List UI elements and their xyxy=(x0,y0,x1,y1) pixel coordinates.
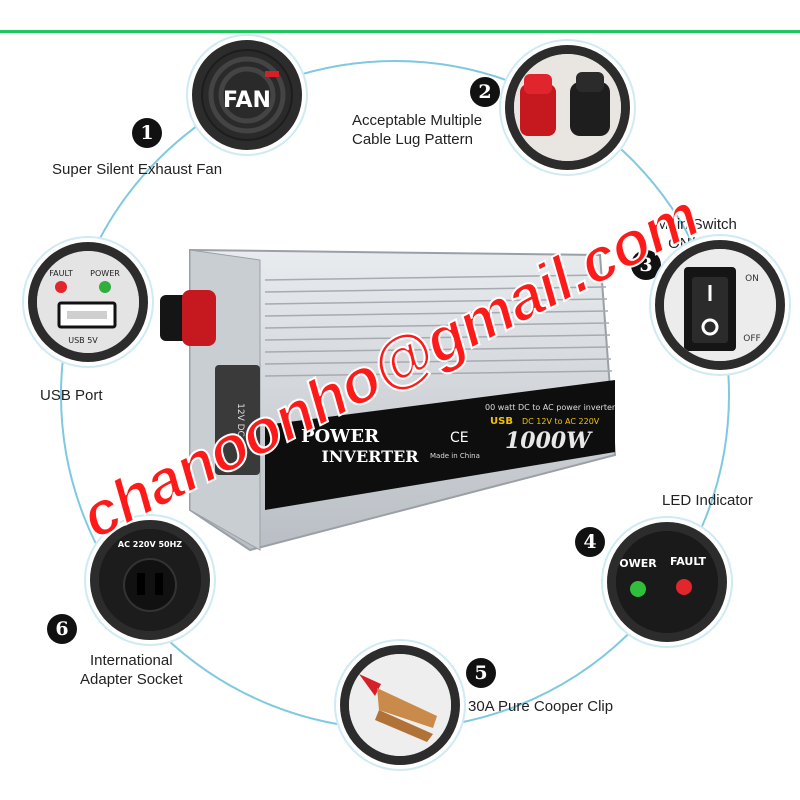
socket-icon: AC 220V 50HZ xyxy=(99,529,201,631)
ce-mark: CE xyxy=(450,430,469,446)
badge-1: 1 xyxy=(132,118,162,148)
fan-label: FAN xyxy=(223,88,271,113)
brand-line-2: INVERTER xyxy=(321,447,419,466)
switch-off-label: OFF xyxy=(743,334,760,344)
badge-2: 2 xyxy=(470,77,500,107)
badge-3: 3 xyxy=(631,250,661,280)
usb-fault-label: FAULT xyxy=(49,269,73,278)
switch-icon: ON OFF xyxy=(664,249,776,361)
fan-bubble: FAN xyxy=(192,40,302,150)
led-power-light xyxy=(630,581,646,597)
socket-bubble: AC 220V 50HZ xyxy=(90,520,210,640)
caption-fan: Super Silent Exhaust Fan xyxy=(52,161,223,178)
caption-cable-lug: Acceptable Multiple Cable Lug Pattern xyxy=(352,112,483,148)
spec-line: 00 watt DC to AC power inverter xyxy=(485,403,616,412)
fan-icon: FAN xyxy=(203,51,291,139)
brand-line-1: POWER xyxy=(301,426,380,447)
switch-bubble: ON OFF xyxy=(655,240,785,370)
caption-clip: 30A Pure Cooper Clip xyxy=(468,698,614,715)
clip-icon xyxy=(349,654,451,756)
badge-4: 4 xyxy=(575,527,605,557)
fan-side-label: 12V DC xyxy=(235,403,245,437)
made-in-label: Made in China xyxy=(430,452,480,460)
side-fan-icon xyxy=(215,365,260,475)
positive-terminal-icon xyxy=(182,290,216,346)
clip-bubble xyxy=(340,645,460,765)
caption-usb-port: USB Port xyxy=(40,387,103,404)
caption-socket: International Adapter Socket xyxy=(80,652,183,688)
led-icon: OWER FAULT xyxy=(616,531,718,633)
top-accent-line xyxy=(0,30,800,33)
caption-led: LED Indicator xyxy=(662,492,753,509)
led-fault-label: FAULT xyxy=(670,555,707,568)
wattage-text: 1000W xyxy=(505,428,593,454)
usb-icon: FAULT POWER USB 5V xyxy=(37,251,139,353)
socket-label: AC 220V 50HZ xyxy=(118,540,182,549)
badge-5: 5 xyxy=(466,658,496,688)
usb-power-label: POWER xyxy=(90,269,120,278)
led-power-label: OWER xyxy=(619,557,657,570)
badge-6: 6 xyxy=(47,614,77,644)
fault-led-icon xyxy=(55,281,67,293)
usb-text: USB xyxy=(490,416,513,427)
usb-5v-label: USB 5V xyxy=(68,336,98,345)
power-inverter-product: 12V DC POWER INVERTER CE Made in China 0… xyxy=(160,248,617,552)
power-led-icon xyxy=(99,281,111,293)
usb-port-bubble: FAULT POWER USB 5V xyxy=(28,242,148,362)
voltage-text: DC 12V to AC 220V xyxy=(522,417,600,426)
cable-lug-bubble xyxy=(505,45,630,170)
led-bubble: OWER FAULT xyxy=(607,522,727,642)
negative-terminal-icon xyxy=(160,295,188,341)
cable-lug-icon xyxy=(514,54,621,161)
switch-on-label: ON xyxy=(745,274,759,284)
led-fault-light xyxy=(676,579,692,595)
